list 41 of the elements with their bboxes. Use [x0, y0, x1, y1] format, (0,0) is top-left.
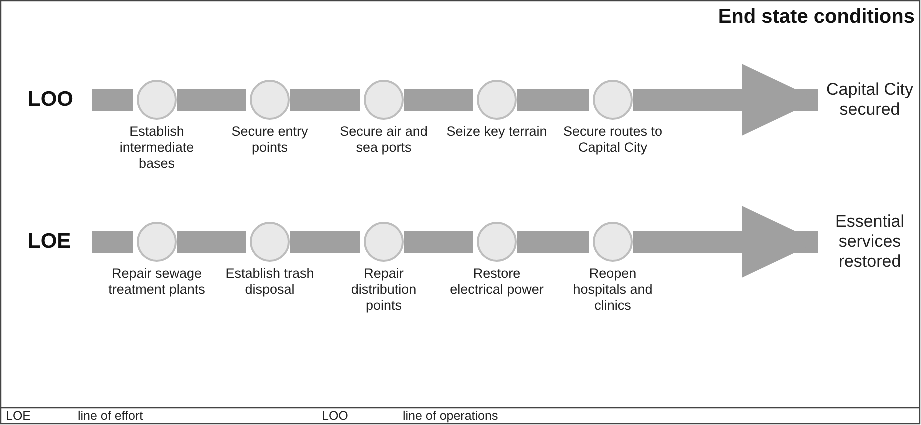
abbreviation: LOE	[6, 409, 32, 423]
circle-marker	[137, 80, 177, 120]
abbreviation: LOO	[322, 409, 348, 423]
step-label: Repair sewage treatment plants	[108, 266, 206, 298]
step-label: Establish trash disposal	[224, 266, 316, 298]
band-segment	[404, 231, 473, 253]
step-label: Secure routes to Capital City	[562, 124, 664, 156]
band-segment	[177, 89, 246, 111]
circle-marker	[477, 80, 517, 120]
step-label: Seize key terrain	[446, 124, 548, 140]
arrow	[633, 64, 818, 136]
circle-marker	[477, 222, 517, 262]
end-state-text: Essential services restored	[822, 212, 918, 272]
band-segment	[517, 89, 589, 111]
circle-marker	[593, 222, 633, 262]
band-segment	[92, 231, 133, 253]
band-segment	[92, 89, 133, 111]
circle-marker	[250, 80, 290, 120]
circle-marker	[250, 222, 290, 262]
circle-marker	[364, 222, 404, 262]
step-label: Repair distribution points	[350, 266, 418, 314]
circle-marker	[593, 80, 633, 120]
step-label: Restore electrical power	[449, 266, 545, 298]
line-label: LOO	[28, 88, 74, 112]
line-label: LOE	[28, 230, 72, 254]
end-state-text: Capital City secured	[822, 80, 918, 120]
arrow	[633, 206, 818, 278]
abbreviation-meaning: line of effort	[78, 409, 144, 423]
abbreviation-meaning: line of operations	[403, 409, 498, 423]
band-segment	[404, 89, 473, 111]
band-segment	[517, 231, 589, 253]
step-label: Establish intermediate bases	[118, 124, 196, 172]
step-label: Reopen hospitals and clinics	[572, 266, 654, 314]
step-label: Secure air and sea ports	[339, 124, 429, 156]
band-segment	[177, 231, 246, 253]
heading: End state conditions	[718, 6, 915, 29]
circle-marker	[364, 80, 404, 120]
circle-marker	[137, 222, 177, 262]
band-segment	[290, 231, 360, 253]
step-label: Secure entry points	[230, 124, 310, 156]
band-segment	[290, 89, 360, 111]
